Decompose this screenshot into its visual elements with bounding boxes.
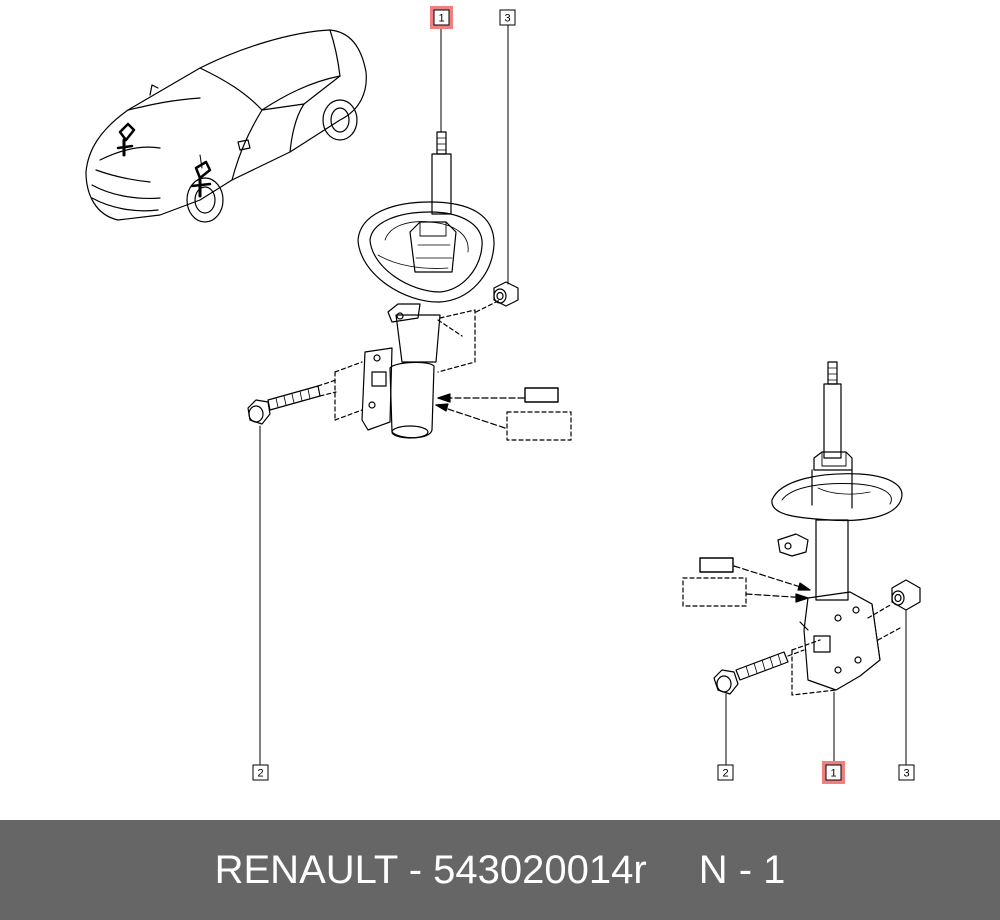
bolt-left: [247, 379, 337, 425]
nut-bottom: [891, 579, 921, 611]
callout-label: 3: [504, 13, 510, 25]
callout-label: 2: [722, 768, 728, 780]
callout-label: 1: [830, 768, 836, 780]
footer-bar: RENAULT - 543020014r N - 1: [0, 820, 1000, 920]
callout-2-right: 2: [717, 764, 734, 781]
leader-lines: [259, 24, 907, 765]
callout-1-top: 1: [430, 6, 453, 29]
strut-assembly-top: [334, 131, 501, 439]
callout-3-bottom: 3: [898, 764, 915, 781]
callout-1-bottom: 1: [822, 761, 845, 784]
car-illustration: [85, 29, 367, 223]
reference-marks-bottom: [682, 557, 811, 607]
bolt-right: [713, 649, 805, 695]
nut-top: [493, 281, 519, 307]
callout-3-top: 3: [499, 9, 516, 26]
brand-part-number: RENAULT - 543020014r: [214, 847, 647, 892]
callout-2-left: 2: [252, 764, 269, 781]
callout-label: 1: [438, 13, 444, 25]
callout-label: 3: [903, 768, 909, 780]
reference-marks-top: [435, 387, 572, 441]
strut-assembly-bottom: [771, 361, 903, 696]
exploded-parts-diagram: 1 3 2 2 1 3: [85, 6, 921, 784]
position-code: N - 1: [698, 847, 786, 892]
callout-label: 2: [257, 768, 263, 780]
